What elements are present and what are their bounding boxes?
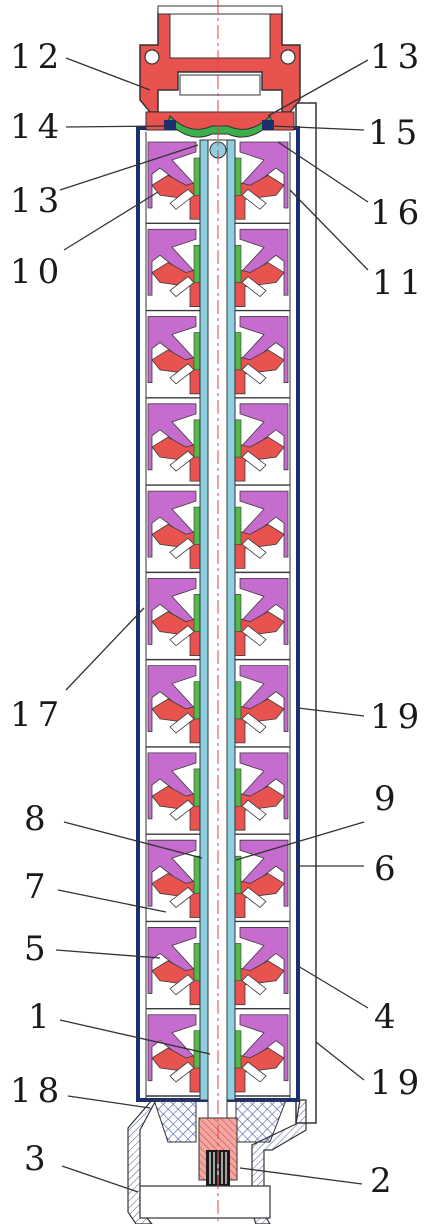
bolt-hole-left: [144, 49, 160, 65]
bearing-left: [193, 419, 201, 458]
callout-15: 15: [368, 113, 424, 153]
callout-17: 17: [10, 695, 66, 735]
bearing-right: [234, 768, 242, 807]
impeller-right: [234, 1047, 285, 1093]
bearing-left: [193, 332, 201, 371]
impeller-left: [151, 523, 201, 569]
impeller-vane-right: [241, 1061, 267, 1083]
impeller-right: [234, 872, 285, 918]
shaft-sleeve-left: [199, 139, 209, 1101]
bearing-left: [193, 506, 201, 545]
callout-10: 10: [10, 252, 66, 292]
bearing-left: [193, 768, 201, 807]
impeller-right: [234, 349, 285, 395]
callout-19-upper: 19: [370, 697, 426, 737]
impeller-vane-right: [241, 974, 267, 996]
bearing-left: [193, 943, 201, 982]
callout-11: 11: [372, 263, 428, 303]
callout-3: 3: [24, 1139, 52, 1179]
bearing-right: [234, 157, 242, 196]
impeller-left: [151, 349, 201, 395]
bearing-right: [234, 943, 242, 982]
impeller-vane-right: [241, 799, 267, 821]
callout-8: 8: [24, 799, 52, 839]
bearing-left: [193, 681, 201, 720]
callout-9: 9: [374, 779, 402, 819]
impeller-right: [234, 523, 285, 569]
discharge-head-bore: [169, 11, 271, 59]
impeller-right: [234, 262, 285, 307]
motor-flange: [139, 1185, 271, 1219]
impeller-vane-right: [241, 276, 267, 298]
callout-18: 18: [10, 1071, 66, 1111]
impeller-vane-right: [241, 712, 267, 734]
impeller-right: [234, 611, 285, 657]
impeller-right: [234, 174, 285, 220]
callout-16: 16: [370, 193, 426, 233]
seal-ring-right: [262, 120, 274, 130]
bearing-right: [234, 419, 242, 458]
bearing-right: [234, 681, 242, 720]
check-valve-seat: [179, 74, 261, 96]
impeller-vane-right: [241, 363, 267, 385]
impeller-right: [234, 785, 285, 831]
bearing-left: [193, 244, 201, 283]
impeller-vane-right: [241, 886, 267, 908]
callout-2: 2: [370, 1161, 398, 1201]
suction-screen: [153, 1099, 197, 1143]
impeller-right: [234, 960, 285, 1006]
bearing-right: [234, 855, 242, 894]
impeller-left: [151, 698, 201, 744]
bearing-left: [193, 594, 201, 632]
impeller-left: [151, 436, 201, 482]
impeller-vane-right: [241, 625, 267, 647]
bearing-right: [234, 332, 242, 371]
impeller-left: [151, 960, 201, 1006]
seal-ring-left: [164, 120, 176, 130]
bearing-left: [193, 855, 201, 894]
callout-6: 6: [374, 849, 402, 889]
shaft-sleeve-right: [226, 139, 236, 1101]
impeller-left: [151, 174, 201, 220]
leader-lines: [55, 57, 369, 1193]
callout-7: 7: [24, 867, 52, 907]
callout-14: 14: [10, 107, 66, 147]
bearing-right: [234, 506, 242, 545]
bearing-left: [193, 1030, 201, 1069]
impeller-left: [151, 262, 201, 307]
impeller-vane-right: [241, 188, 267, 210]
impeller-right: [234, 698, 285, 744]
impeller-left: [151, 872, 201, 918]
callout-12: 12: [10, 37, 66, 77]
impeller-right: [234, 436, 285, 482]
impeller-left: [151, 785, 201, 831]
bearing-left: [193, 157, 201, 196]
impeller-left: [151, 1047, 201, 1093]
callout-13-left: 13: [10, 181, 66, 221]
callout-4: 4: [374, 997, 402, 1037]
callout-19-lower: 19: [370, 1063, 426, 1103]
bolt-hole-right: [280, 49, 296, 65]
impeller-vane-right: [241, 537, 267, 559]
bearing-right: [234, 594, 242, 632]
callout-5: 5: [24, 929, 52, 969]
bearing-right: [234, 1030, 242, 1069]
callout-13-top: 13: [370, 37, 426, 77]
impeller-vane-right: [241, 450, 267, 472]
discharge-head-top-rim: [157, 5, 283, 15]
callout-1: 1: [28, 997, 56, 1037]
bearing-right: [234, 244, 242, 283]
impeller-left: [151, 611, 201, 657]
